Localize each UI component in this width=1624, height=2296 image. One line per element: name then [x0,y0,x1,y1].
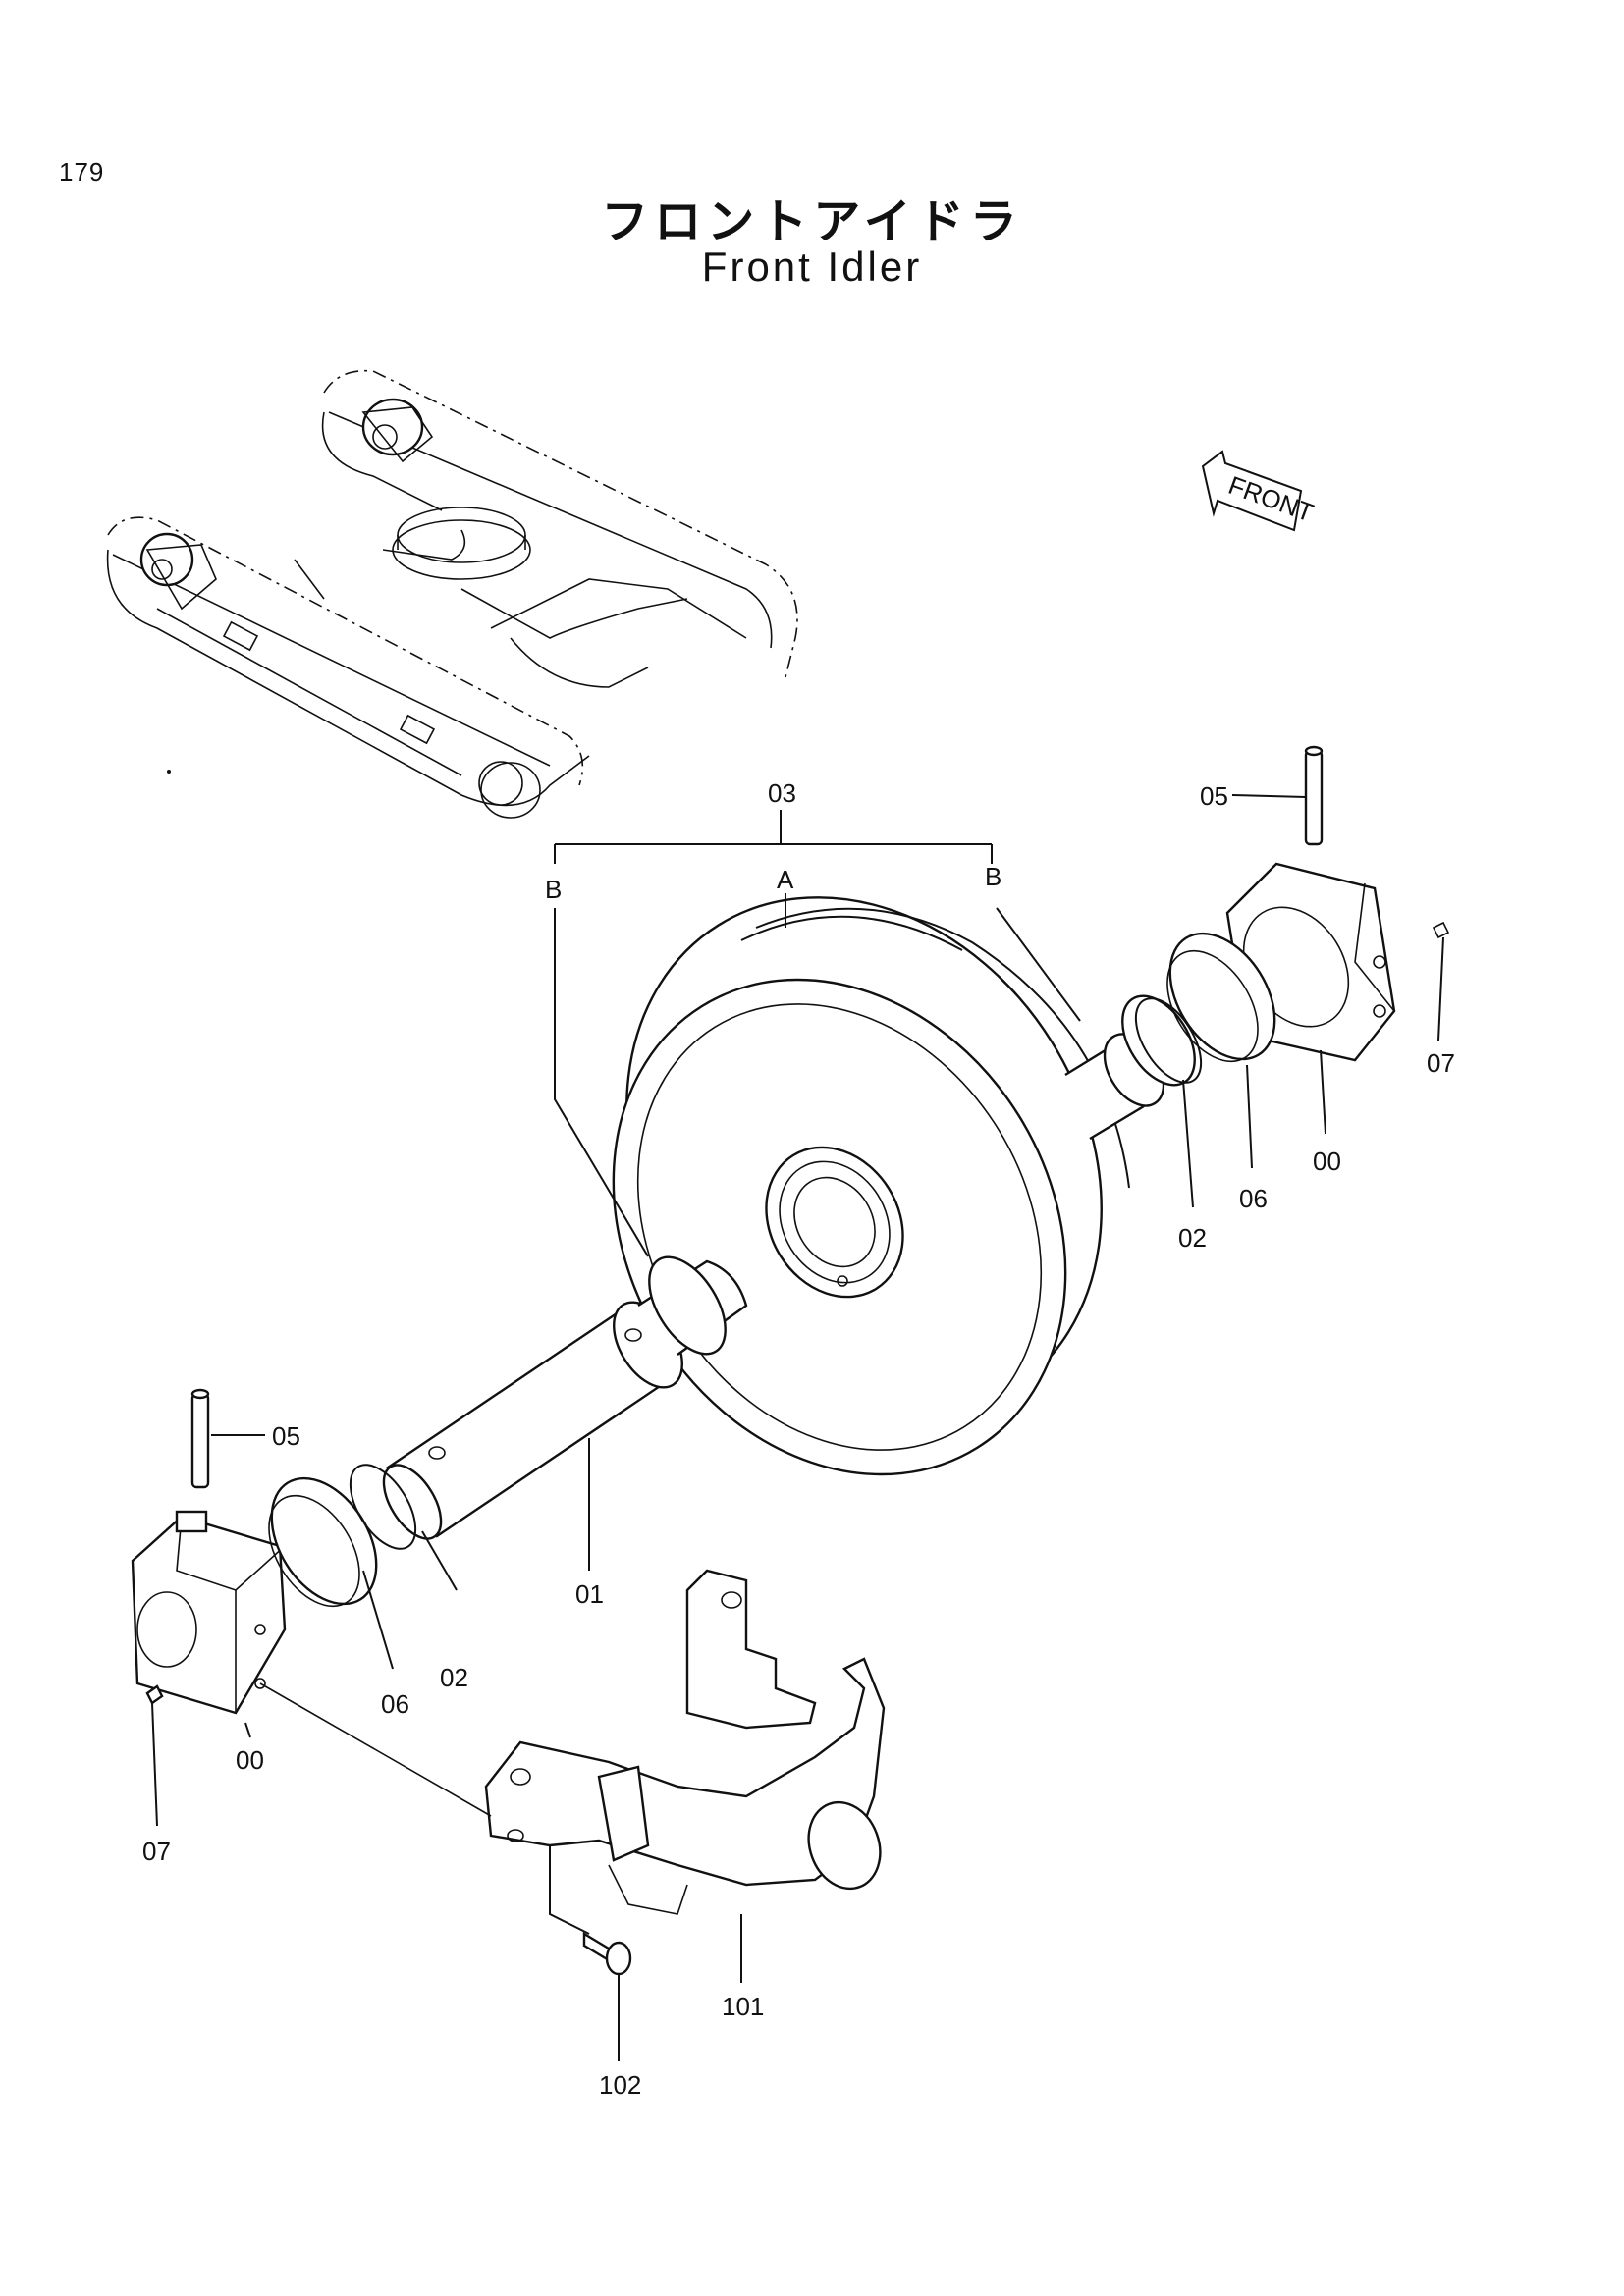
callout-sub-a: A [777,865,794,894]
page-number: 179 [59,157,105,187]
callout-labels: 03 A B B 05 05 01 02 06 02 06 00 07 00 0… [142,778,1455,2100]
callout-pin-right: 05 [1200,781,1228,811]
callout-plug-right: 07 [1427,1048,1455,1078]
seal-right-06 [1134,932,1276,1084]
page-title-english: Front Idler [701,243,923,290]
shaft-01 [382,1255,748,1540]
callout-pin-left: 05 [272,1421,300,1451]
leader-lines [151,794,1444,2061]
front-label: FRONT [1224,470,1318,528]
callout-sub-b-right: B [985,862,1001,891]
callout-seal-left: 06 [381,1689,409,1719]
bracket-left-00 [131,1388,287,1715]
bolt-102 [582,1931,632,1976]
callout-seal-right: 06 [1239,1184,1268,1213]
callout-sub-b-left: B [545,875,562,904]
guard-101 [484,1569,886,1915]
callout-bolt: 102 [599,2070,641,2100]
plug-left-07 [145,1684,164,1705]
page-title-japanese: フロントアイドラ [601,194,1023,249]
callout-assembly: 03 [768,778,796,808]
callout-plug-left: 07 [142,1837,171,1866]
seal-left-06 [268,1464,417,1608]
front-arrow-icon: FRONT [1201,450,1318,532]
callout-oring-right: 02 [1178,1223,1207,1253]
callout-bracket-right: 00 [1313,1147,1341,1176]
callout-oring-left: 02 [440,1663,468,1692]
idler-wheel [612,896,1130,1476]
callout-shaft: 01 [575,1579,604,1609]
callout-bracket-left: 00 [236,1745,264,1775]
callout-guard: 101 [722,1992,764,2021]
undercarriage-overview [106,369,798,819]
